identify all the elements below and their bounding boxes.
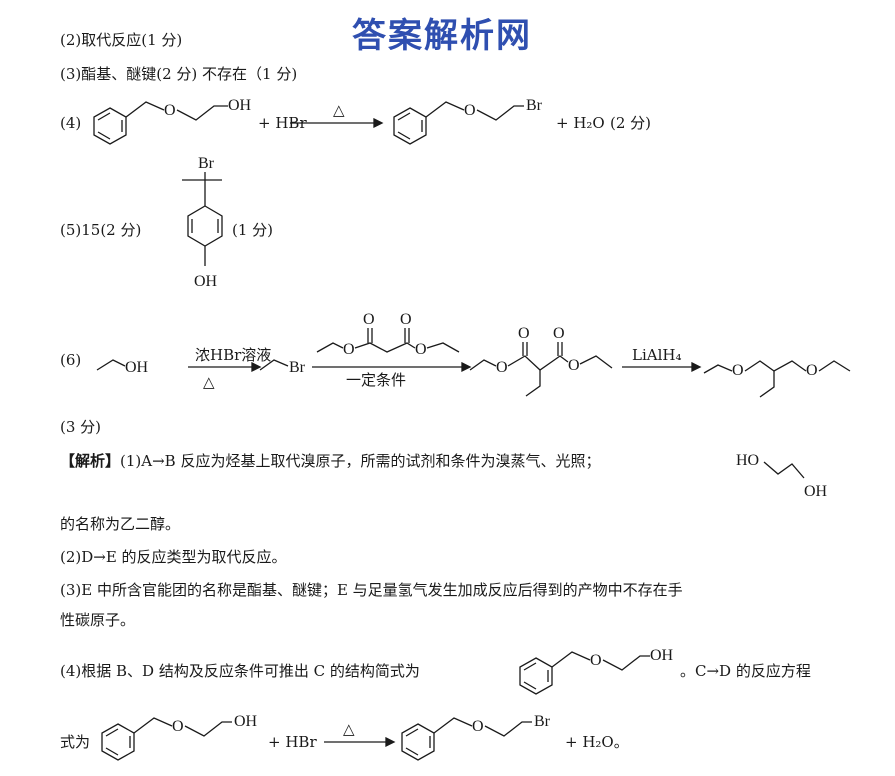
o-label: O: [806, 362, 818, 379]
ho-label: HO: [736, 452, 759, 469]
answer-4-label: (4): [60, 114, 82, 132]
o-label: O: [472, 718, 484, 735]
diether-product-structure: O O: [703, 360, 851, 398]
oh-label: OH: [804, 483, 828, 500]
ethanol-structure: OH: [96, 359, 149, 376]
br-label: Br: [198, 155, 215, 172]
step3-reagent: LiAlH₄: [632, 346, 682, 364]
o-label: O: [518, 325, 530, 342]
analysis-p1: (1)A→B 反应为烃基上取代溴原子，所需的试剂和条件为溴蒸气、光照；: [120, 452, 601, 470]
diethyl-ethylmalonate-structure: O O O O: [469, 325, 613, 397]
br-label: Br: [289, 359, 306, 376]
o-label: O: [164, 102, 176, 119]
analysis-p4a: (4)根据 B、D 结构及反应条件可推出 C 的结构简式为: [60, 662, 420, 680]
bromoethane-structure: Br: [259, 359, 306, 376]
o-label: O: [415, 341, 427, 358]
o-label: O: [172, 718, 184, 735]
oh-label: OH: [125, 359, 149, 376]
reaction-arrow: [324, 736, 396, 748]
oh-label: OH: [234, 713, 258, 730]
analysis-p3a: (3)E 中所含官能团的名称是酯基、醚键；E 与足量氢气发生加成反应后得到的产物…: [60, 581, 683, 599]
analysis-p4b: 。C→D 的反应方程: [680, 662, 811, 680]
watermark: 答案解析网: [352, 16, 532, 56]
water-product: + H₂O。: [565, 733, 629, 751]
step3-arrow: [622, 361, 702, 373]
step1-condition: △: [203, 373, 215, 391]
analysis-p2: (2)D→E 的反应类型为取代反应。: [60, 548, 287, 566]
benzyl-bromoethyl-ether-structure: O Br: [401, 713, 551, 761]
o-label: O: [553, 325, 565, 342]
o-label: O: [732, 362, 744, 379]
answer-6-label: (6): [60, 351, 82, 369]
br-label: Br: [526, 97, 543, 114]
o-label: O: [568, 357, 580, 374]
analysis-p4c: 式为: [60, 733, 91, 751]
benzyloxyethanol-structure: O OH: [101, 713, 258, 761]
water-product: + H₂O: [556, 114, 605, 132]
heat-symbol: △: [333, 101, 345, 119]
analysis-p3b: 性碳原子。: [60, 611, 136, 629]
o-label: O: [343, 341, 355, 358]
o-label: O: [590, 652, 602, 669]
o-label: O: [464, 102, 476, 119]
benzyloxyethanol-structure: O OH: [93, 97, 252, 145]
o-label: O: [363, 311, 375, 328]
step2-arrow: [312, 361, 472, 373]
reagent-hbr: + HBr: [268, 733, 317, 751]
analysis-p1b: 的名称为乙二醇。: [60, 515, 181, 533]
answer-5-score: (1 分): [232, 221, 274, 239]
diethyl-malonate-structure: O O O O: [316, 311, 460, 358]
step1-reagent: 浓HBr溶液: [195, 346, 272, 364]
reagent-hbr: + HBr: [258, 114, 307, 132]
benzyloxyethanol-structure: O OH: [519, 647, 674, 695]
o-label: O: [400, 311, 412, 328]
heat-symbol: △: [343, 720, 355, 738]
answer-6-score: (3 分): [60, 418, 102, 436]
o-label: O: [496, 359, 508, 376]
step1-arrow: [188, 361, 262, 373]
analysis-p1-line: 【解析】(1)A→B 反应为烃基上取代溴原子，所需的试剂和条件为溴蒸气、光照；: [60, 451, 600, 471]
oh-label: OH: [194, 273, 218, 290]
br-label: Br: [534, 713, 551, 730]
oh-label: OH: [228, 97, 252, 114]
reaction-arrow: [290, 117, 384, 129]
benzyl-bromoethyl-ether-structure: O Br: [393, 97, 543, 145]
bromo-phenol-structure: Br OH: [182, 155, 223, 290]
answer-2: (2)取代反应(1 分): [60, 31, 183, 49]
step2-condition: 一定条件: [346, 371, 407, 389]
answer-5-label: (5)15(2 分): [60, 221, 142, 239]
ethylene-glycol-structure: HO OH: [736, 452, 828, 500]
analysis-tag: 【解析】: [60, 452, 121, 470]
answer-4-score: (2 分): [610, 114, 652, 132]
oh-label: OH: [650, 647, 674, 664]
answer-3: (3)酯基、醚键(2 分) 不存在（1 分): [60, 65, 298, 83]
